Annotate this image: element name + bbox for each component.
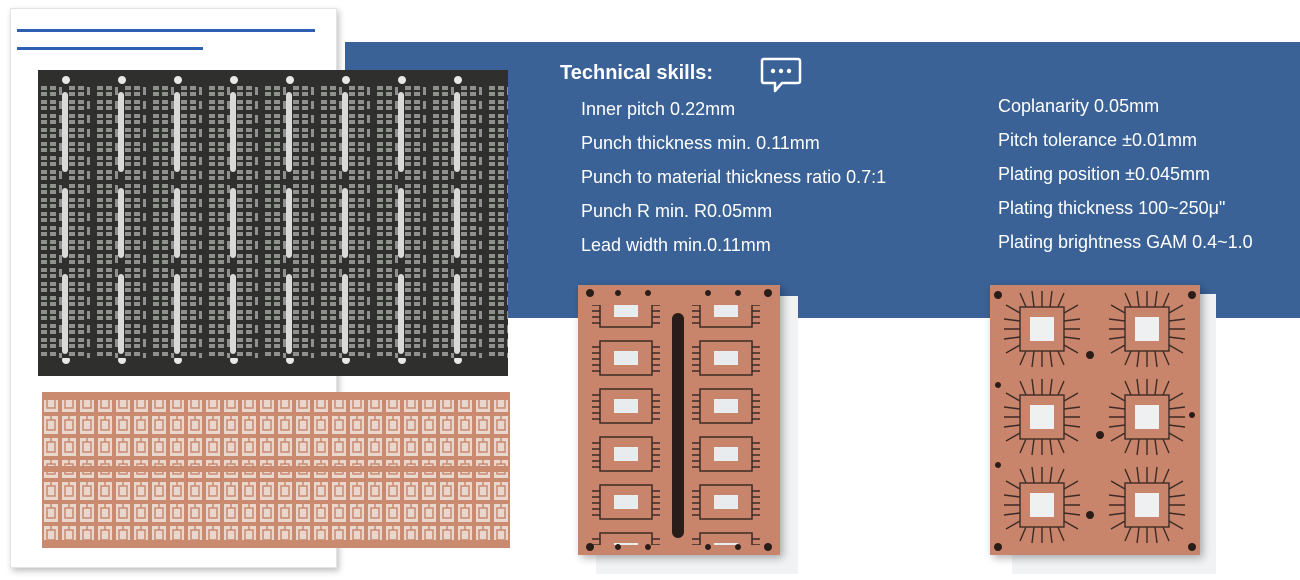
spec-item: Pitch tolerance ±0.01mm (998, 130, 1197, 150)
spec-item: Coplanarity 0.05mm (998, 96, 1160, 116)
spec-item: Plating thickness 100~250μ" (998, 198, 1226, 218)
spec-item: Inner pitch 0.22mm (581, 99, 736, 119)
section-title: Technical skills: (560, 62, 714, 84)
spec-item: Plating position ±0.045mm (998, 164, 1210, 184)
lead-frame-photo-copper (42, 392, 510, 548)
chat-bubble-icon (760, 56, 802, 94)
accent-line-long (17, 29, 315, 32)
lead-frame-photo-dark (38, 70, 508, 376)
accent-line-short (17, 47, 203, 50)
copper-frame-photo-1 (578, 285, 780, 555)
copper-frame-photo-2 (990, 285, 1200, 555)
spec-item: Plating brightness GAM 0.4~1.0 (998, 232, 1253, 252)
spec-item: Punch R min. R0.05mm (581, 201, 773, 221)
spec-item: Lead width min.0.11mm (581, 235, 771, 255)
spec-item: Punch to material thickness ratio 0.7:1 (581, 167, 887, 187)
spec-item: Punch thickness min. 0.11mm (581, 133, 820, 153)
